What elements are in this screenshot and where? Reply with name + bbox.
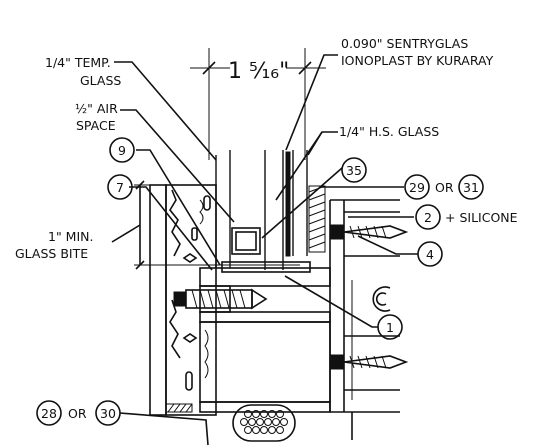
setting-block [221, 261, 311, 273]
backer-rod [232, 404, 296, 442]
callout-7-text: 7 [116, 180, 124, 195]
callout-2: 2 [415, 204, 441, 230]
label-air-space-line2: SPACE [76, 118, 116, 133]
callout-4-text: 4 [426, 247, 434, 262]
callout-29-text: 29 [409, 180, 425, 195]
callout-28: 28 [36, 400, 62, 426]
bottom-gasket [165, 403, 193, 413]
label-hs-glass: 1/4" H.S. GLASS [339, 124, 439, 139]
glass-bite-dimension [111, 180, 300, 270]
anchor-screw-lower [329, 354, 409, 370]
callout-1: 1 [377, 314, 403, 340]
label-glass-bite-line1: 1" MIN. [48, 229, 93, 244]
leader-lines [114, 54, 418, 446]
callout-31-text: 31 [463, 180, 479, 195]
callout-1-text: 1 [386, 320, 394, 335]
callout-7: 7 [107, 174, 133, 200]
callout-28-text: 28 [41, 406, 57, 421]
callout-35-text: 35 [346, 163, 362, 178]
spacer [231, 227, 261, 255]
label-or-29-31: OR [435, 180, 454, 195]
callout-35: 35 [341, 157, 367, 183]
callout-29: 29 [404, 174, 430, 200]
glass-panels [215, 150, 308, 270]
label-temp-glass-line1: 1/4" TEMP. [45, 55, 111, 70]
label-temp-glass-line2: GLASS [80, 73, 121, 88]
label-silicone: + SILICONE [445, 210, 518, 225]
structural-silicone [308, 185, 326, 253]
label-glass-bite-line2: GLASS BITE [15, 246, 88, 261]
callout-9-text: 9 [118, 143, 126, 158]
sentryglas-interlayer [285, 151, 291, 257]
callout-31: 31 [458, 174, 484, 200]
callout-30-text: 30 [100, 406, 116, 421]
anchor-screw-upper [329, 224, 409, 240]
callout-9: 9 [109, 137, 135, 163]
label-sentryglas-line1: 0.090" SENTRYGLAS [341, 36, 468, 51]
callout-30: 30 [95, 400, 121, 426]
callout-2-text: 2 [424, 210, 432, 225]
label-or-28-30: OR [68, 406, 87, 421]
label-air-space-line1: ½" AIR [75, 101, 118, 116]
label-sentryglas-line2: IONOPLAST BY KURARAY [341, 53, 494, 68]
left-frame-profile [149, 184, 217, 416]
callout-4: 4 [417, 241, 443, 267]
dimension-text: 1 ⁵⁄₁₆" [228, 59, 289, 84]
pressure-plate-screw [173, 288, 268, 310]
